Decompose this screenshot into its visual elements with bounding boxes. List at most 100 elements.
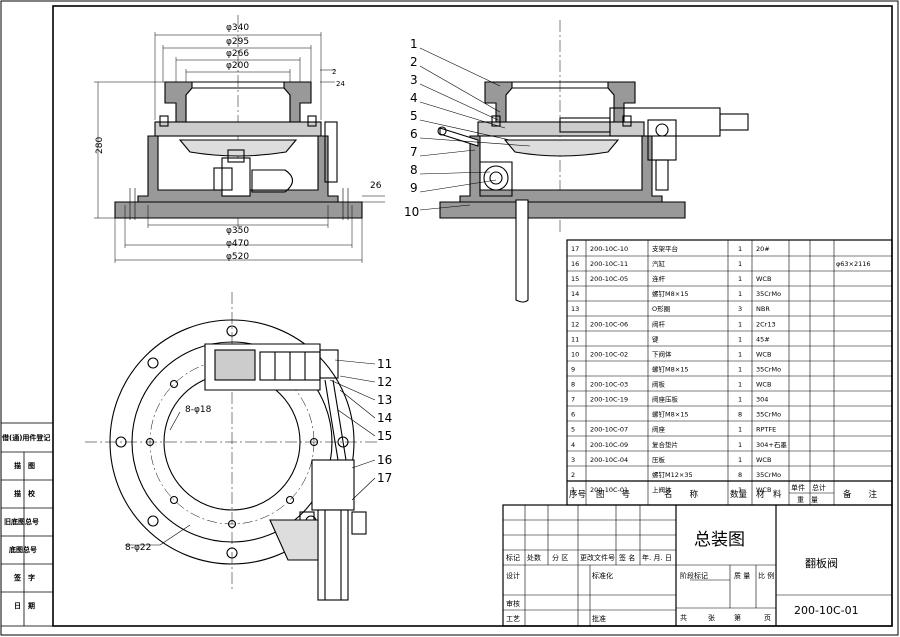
balloon-13: 13 xyxy=(377,393,392,407)
bom-cell-material: WCB xyxy=(756,350,771,358)
bom-cell-qty: 1 xyxy=(738,426,742,434)
bom-h-name: 名 称 xyxy=(664,489,699,500)
dim-d295: φ295 xyxy=(226,37,249,47)
bom-cell-material: RPTFE xyxy=(756,426,776,434)
tb-sheet-no: 第 xyxy=(734,613,741,622)
bom-cell-material: 304 xyxy=(756,396,768,404)
bom-cell-name: 压板 xyxy=(652,455,666,464)
bom-cell-material: 45# xyxy=(756,335,770,343)
tb-check: 审核 xyxy=(506,599,520,608)
bom-cell-code: 200-10C-01 xyxy=(590,486,628,494)
front-section-view xyxy=(114,15,363,232)
bom-cell-name: 螺钉M12×35 xyxy=(652,470,693,479)
balloon-1: 1 xyxy=(410,37,418,51)
bom-cell-material: 304+石墨 xyxy=(756,441,787,449)
strip-label-date: 日 期 xyxy=(14,601,35,610)
bom-cell-name: 阀座压板 xyxy=(652,395,679,404)
bom-cell-seq: 5 xyxy=(571,426,575,434)
dim-holes22: 8-φ22 xyxy=(125,543,151,553)
bom-cell-seq: 16 xyxy=(571,260,579,268)
plan-balloons: 11 12 13 14 15 16 17 xyxy=(377,357,392,485)
bom-cell-code: 200-10C-19 xyxy=(590,396,628,404)
bom-cell-name: 螺钉M8×15 xyxy=(652,410,688,419)
bom-cell-seq: 17 xyxy=(571,245,579,253)
balloon-14: 14 xyxy=(377,411,392,425)
dim-h280: 280 xyxy=(95,137,105,154)
bom-cell-code: 200-10C-10 xyxy=(590,245,628,253)
strip-label-trace-check: 描 校 xyxy=(14,489,36,498)
bom-cell-name: 螺钉M8×15 xyxy=(652,364,688,373)
left-registration-strip xyxy=(0,422,54,627)
bom-cell-qty: 1 xyxy=(738,456,742,464)
title-block-labels: 标记 处数 分 区 更改文件号 签 名 年. 月. 日 设计 标准化 阶段标记 … xyxy=(506,553,774,623)
bom-cell-name: 支架平台 xyxy=(652,244,678,253)
dim-holes18: 8-φ18 xyxy=(185,405,212,415)
bom-cell-seq: 6 xyxy=(571,411,575,419)
bom-cell-seq: 3 xyxy=(571,456,575,464)
tb-date: 年. 月. 日 xyxy=(642,553,672,562)
tb-stage-mark: 阶段标记 xyxy=(680,571,708,580)
bom-cell-seq: 15 xyxy=(571,275,579,283)
plan-balloon-leaders xyxy=(125,359,376,546)
bom-cell-seq: 10 xyxy=(571,350,579,358)
bom-cell-qty: 1 xyxy=(738,486,742,494)
bom-table-grid xyxy=(566,239,893,506)
tb-page: 页 xyxy=(764,614,771,622)
balloon-9: 9 xyxy=(410,181,418,195)
bom-cell-name: O形圈 xyxy=(652,305,670,313)
bom-cell-seq: 11 xyxy=(571,335,579,343)
bom-cell-material: WCB xyxy=(756,486,771,494)
bom-h-total: 总计 xyxy=(812,483,826,492)
balloon-10: 10 xyxy=(404,205,419,219)
bom-cell-material: WCB xyxy=(756,456,771,464)
tb-standard: 标准化 xyxy=(592,571,613,580)
tb-total: 共 xyxy=(680,613,687,622)
tb-zone: 分 区 xyxy=(552,553,568,562)
balloon-5: 5 xyxy=(410,109,418,123)
tb-process: 工艺 xyxy=(506,615,520,623)
bom-h-unit: 单件 xyxy=(791,483,805,492)
strip-label-borrow: 借(通)用件登记 xyxy=(1,433,50,442)
bom-cell-remark: φ63×2116 xyxy=(836,260,871,268)
bom-cell-material: 35CrMo xyxy=(756,471,781,479)
tb-sheets: 张 xyxy=(708,613,715,622)
front-view-dimension-lines xyxy=(94,32,385,263)
dim-t2: 2 xyxy=(332,68,336,76)
bom-cell-code: 200-10C-11 xyxy=(590,260,628,268)
bom-cell-name: 汽缸 xyxy=(652,259,666,268)
bom-cell-name: 连杆 xyxy=(652,274,666,283)
balloon-17: 17 xyxy=(377,471,392,485)
balloon-6: 6 xyxy=(410,127,418,141)
bom-cell-material: 2Cr13 xyxy=(756,320,776,328)
tb-weight: 质 量 xyxy=(734,571,750,580)
bom-cell-qty: 1 xyxy=(738,350,742,358)
bom-cell-name: 阀板 xyxy=(652,380,666,389)
tb-count: 处数 xyxy=(527,553,541,562)
bom-cell-name: 下阀体 xyxy=(652,349,672,358)
dim-d200: φ200 xyxy=(226,61,249,71)
bom-cell-seq: 1 xyxy=(571,486,575,494)
strip-label-old-base: 旧底图总号 xyxy=(4,517,39,526)
bom-cell-seq: 14 xyxy=(571,290,579,298)
bom-cell-qty: 1 xyxy=(738,365,742,373)
bom-cell-qty: 1 xyxy=(738,245,742,253)
tb-mark: 标记 xyxy=(506,553,520,562)
balloon-11: 11 xyxy=(377,357,392,371)
plan-view xyxy=(85,292,380,601)
bom-cell-code: 200-10C-05 xyxy=(590,275,628,283)
strip-label-sign: 签 字 xyxy=(13,573,35,582)
tb-design: 设计 xyxy=(506,571,520,580)
balloon-15: 15 xyxy=(377,429,392,443)
bom-cell-qty: 3 xyxy=(738,305,742,313)
